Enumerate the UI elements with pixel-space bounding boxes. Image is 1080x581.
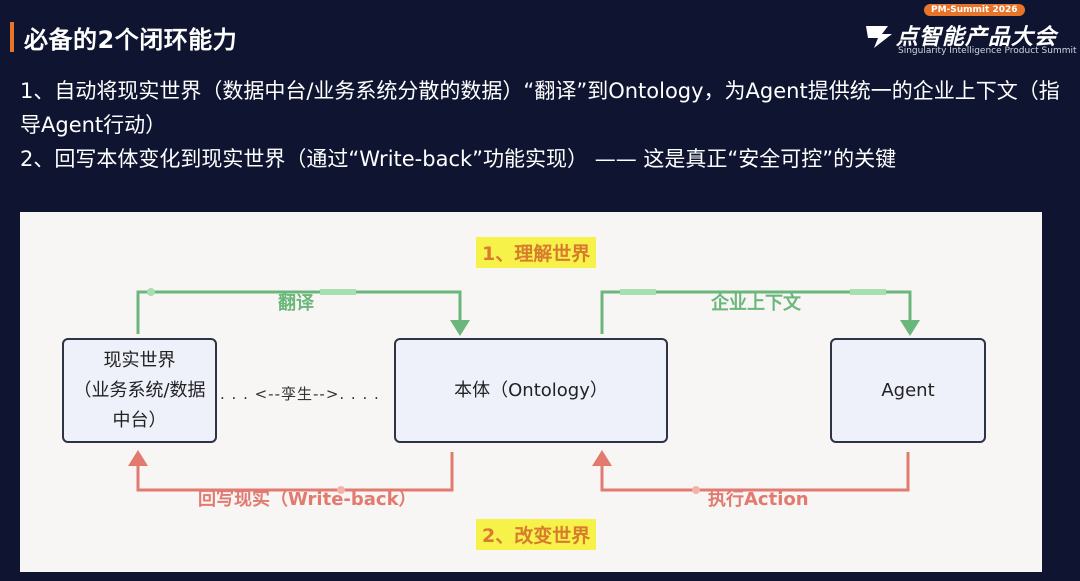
real-world-desc: （业务系统/数据 (73, 379, 206, 401)
twin-relation-label: . . . <--孪生-->. . . . (220, 385, 380, 403)
event-logo: PM-Summit 2026 点智能产品大会 Singularity Intel… (862, 2, 1077, 60)
real-world-desc-2: 中台） (112, 409, 167, 431)
understand-world-label: 1、理解世界 (476, 237, 597, 268)
loop-diagram: 1、理解世界 2、改变世界 现实世界 （业务系统/数据 中台） . . . <-… (20, 212, 1042, 572)
point-2: 2、回写本体变化到现实世界（通过“Write-back”功能实现） —— 这是真… (20, 147, 897, 171)
agent-node: Agent (830, 338, 986, 443)
diagram-connectors (128, 288, 920, 494)
enterprise-context-label: 企业上下文 (711, 293, 801, 314)
writeback-connector (136, 452, 454, 492)
slide-title-bar: 必备的2个闭环能力 (10, 20, 237, 54)
action-arrowhead (592, 450, 612, 466)
execute-action-label: 执行Action (708, 489, 809, 510)
ontology-node: 本体（Ontology） (394, 338, 668, 443)
action-connector (600, 452, 910, 492)
slide-title: 必备的2个闭环能力 (24, 25, 238, 54)
logo-name: 点智能产品大会 (896, 25, 1058, 50)
logo-badge: PM-Summit 2026 (924, 4, 1025, 16)
writeback-label: 回写现实（Write-back） (198, 489, 417, 510)
title-accent-bar (10, 22, 14, 52)
key-points: 1、自动将现实世界（数据中台/业务系统分散的数据）“翻译”到Ontology，为… (20, 74, 1070, 176)
logo-subtitle: Singularity Intelligence Product Summit (898, 46, 1077, 56)
translate-connector (136, 290, 462, 334)
context-connector (600, 290, 912, 334)
context-arrowhead (900, 320, 920, 336)
change-world-label: 2、改变世界 (476, 519, 597, 550)
writeback-arrowhead (128, 450, 148, 466)
real-world-node: 现实世界 （业务系统/数据 中台） (62, 338, 217, 443)
point-1: 1、自动将现实世界（数据中台/业务系统分散的数据）“翻译”到Ontology，为… (20, 79, 1060, 137)
translate-label: 翻译 (278, 293, 314, 314)
logo-mark-icon (866, 26, 892, 48)
translate-arrowhead (450, 320, 470, 336)
real-world-title: 现实世界 (103, 349, 176, 371)
